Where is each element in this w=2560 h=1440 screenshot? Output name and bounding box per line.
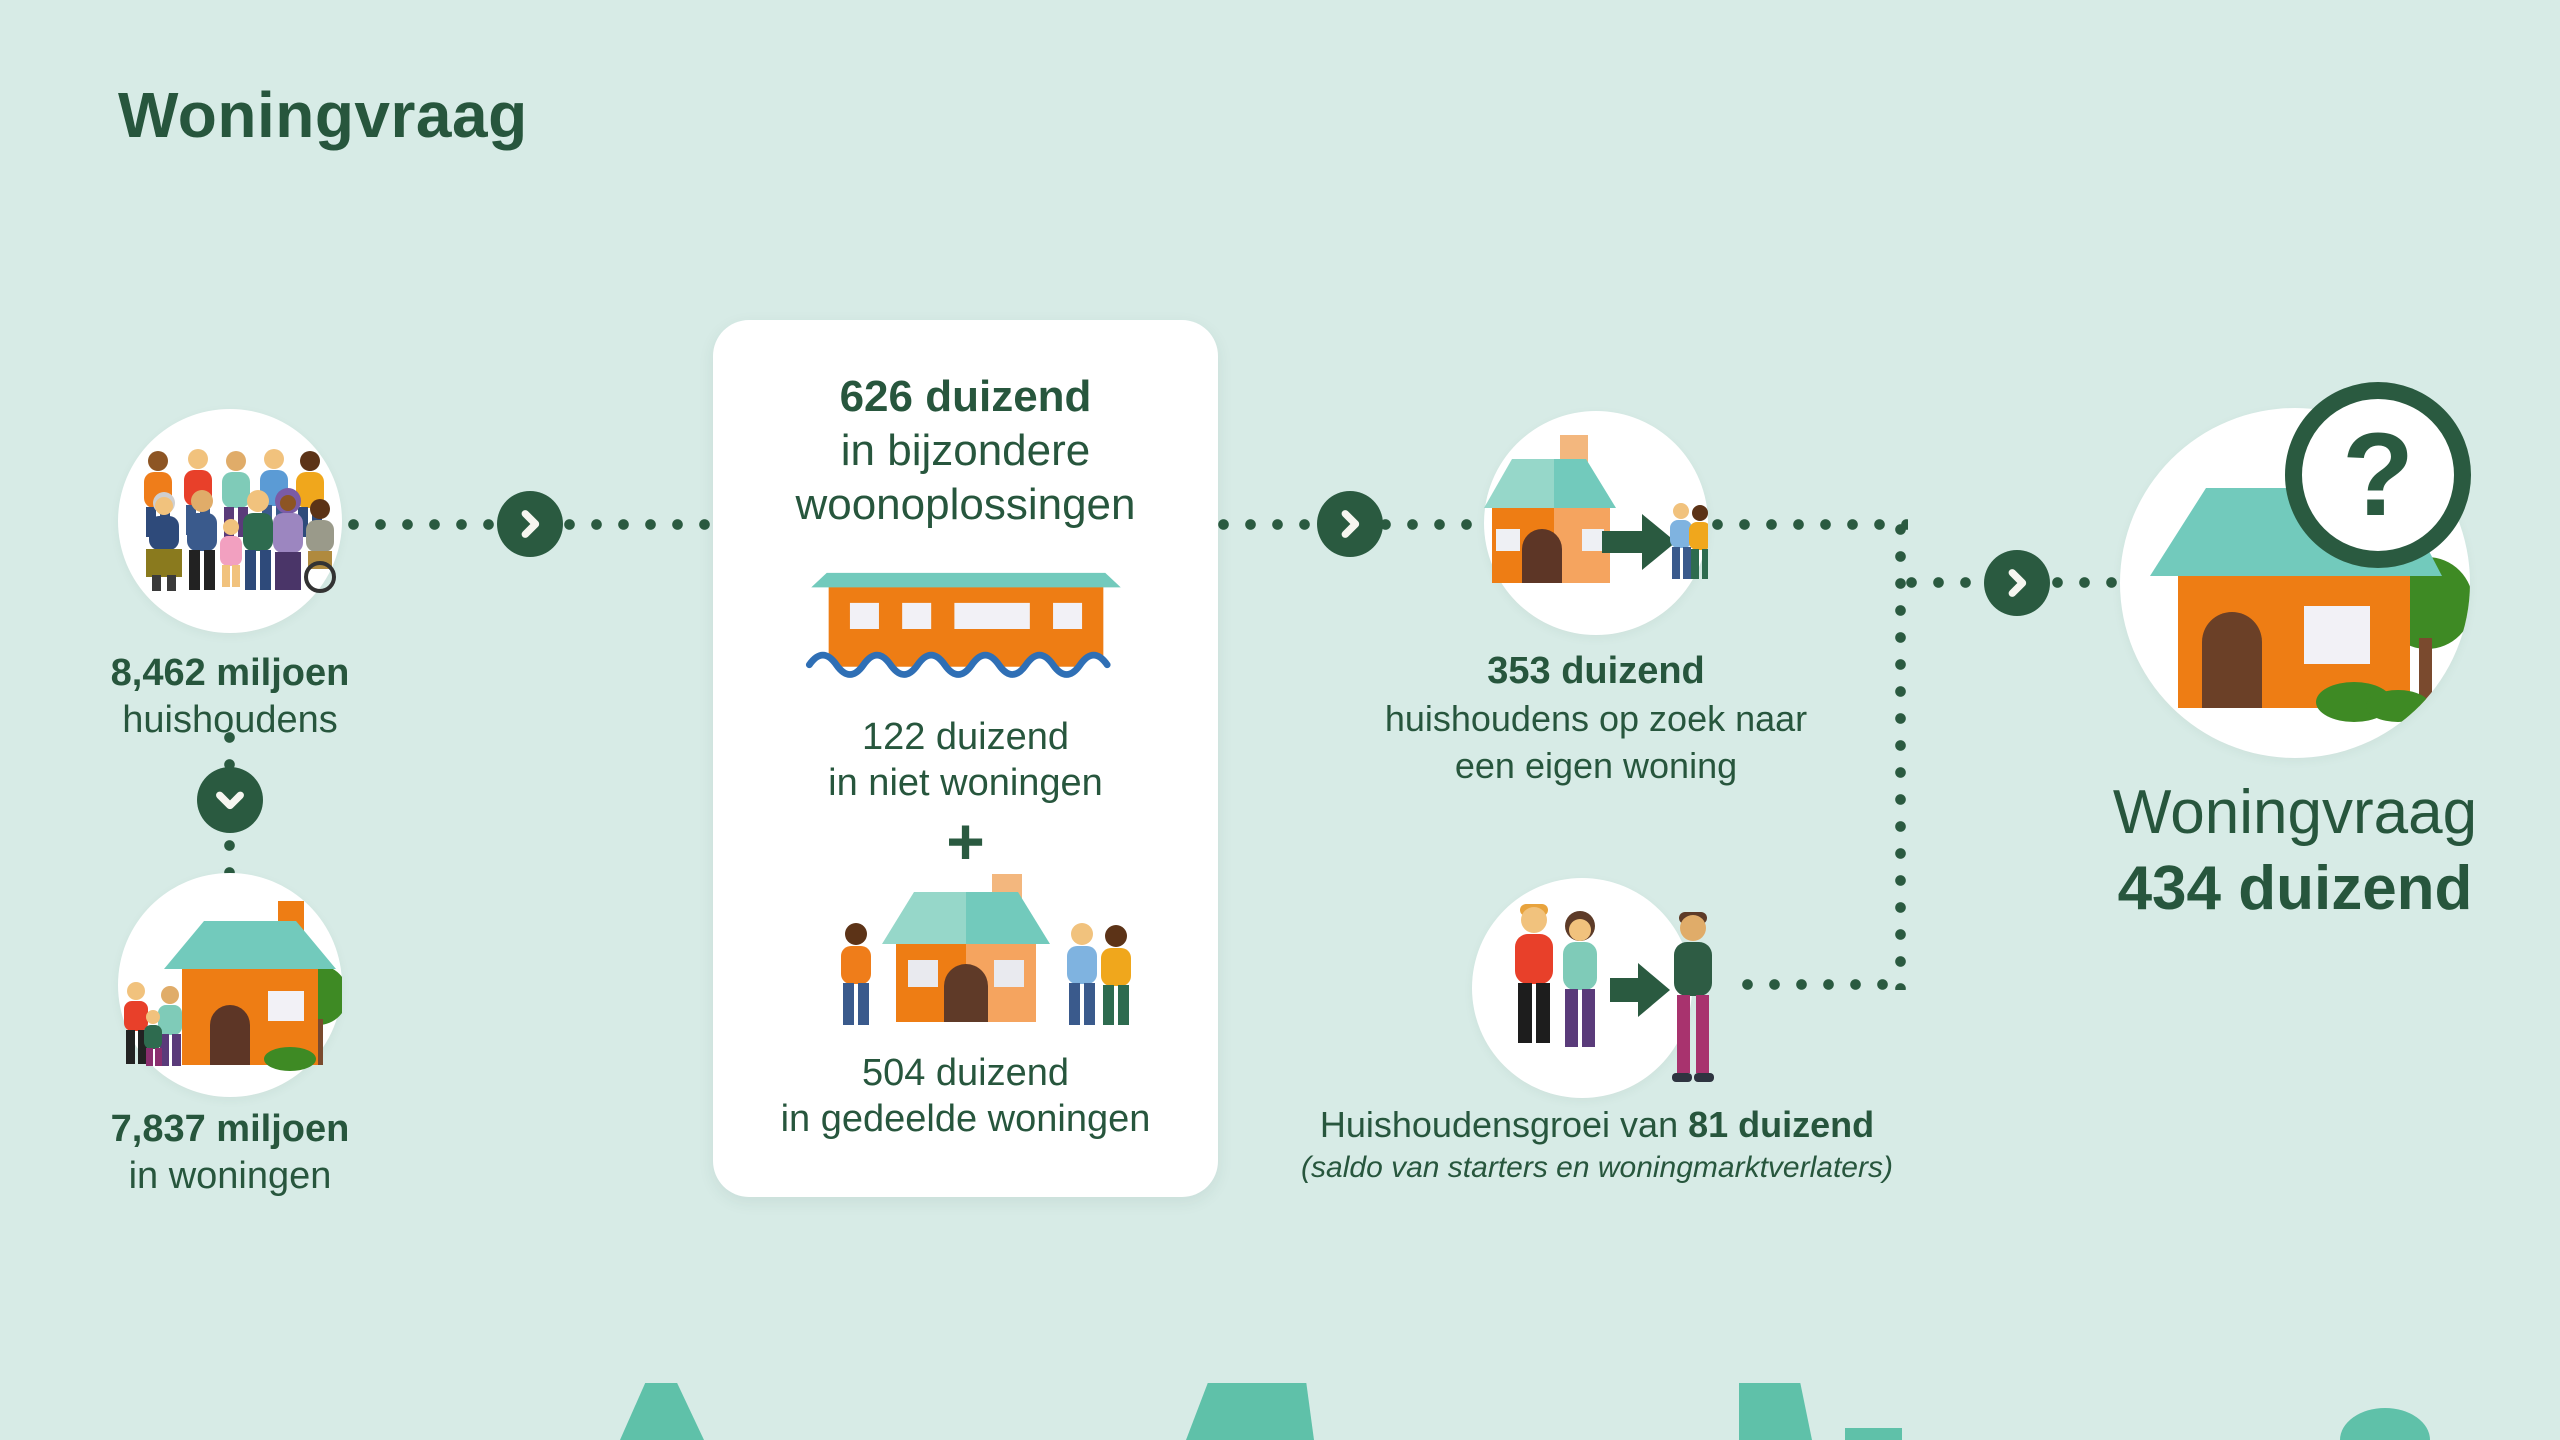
households-caption: 8,462 miljoen huishoudens — [30, 650, 430, 744]
house-with-family-icon — [124, 901, 348, 1071]
card-item1: 122 duizend in niet woningen — [828, 714, 1103, 806]
card-heading: 626 duizend in bijzondere woonoplossinge… — [766, 370, 1166, 532]
growth-label: Huishoudensgroei van 81 duizend — [1247, 1102, 1947, 1148]
dotted-connector-3 — [1712, 519, 1908, 530]
couple-to-single-icon — [1515, 904, 1670, 1047]
page-title: Woningvraag — [118, 79, 528, 151]
chevron-right-icon-1 — [497, 491, 563, 557]
houseboat-icon — [805, 572, 1130, 688]
growth-prefix: Huishoudensgroei van — [1319, 1104, 1689, 1145]
growth-circle — [1472, 878, 1692, 1098]
searching-circle — [1484, 411, 1711, 635]
growth-value: 81 duizend — [1688, 1104, 1875, 1145]
shared-house-icon — [840, 874, 1131, 1025]
households-circle — [118, 409, 342, 633]
chevron-down-icon — [197, 767, 263, 833]
growth-note: (saldo van starters en woningmarktverlat… — [1301, 1151, 1893, 1184]
chevron-right-icon-3 — [1984, 550, 2050, 616]
searching-value: 353 duizend — [1487, 650, 1705, 692]
card-total-label: in bijzondere woonoplossingen — [795, 426, 1136, 529]
result-caption: Woningvraag 434 duizend — [2010, 775, 2560, 927]
deco-shape-3 — [1739, 1383, 1812, 1440]
question-mark: ? — [2341, 409, 2415, 541]
result-value: 434 duizend — [2117, 854, 2473, 923]
in-woningen-caption: 7,837 miljoen in woningen — [30, 1106, 430, 1200]
special-housing-card: 626 duizend in bijzondere woonoplossinge… — [713, 320, 1218, 1197]
in-woningen-value: 7,837 miljoen — [110, 1108, 350, 1150]
deco-shape-2 — [1186, 1383, 1314, 1440]
card-item2: 504 duizend in gedeelde woningen — [781, 1050, 1151, 1142]
question-badge: ? — [2285, 382, 2471, 568]
in-woningen-label: in woningen — [128, 1155, 332, 1197]
plus-icon: + — [946, 804, 985, 878]
growth-caption: Huishoudensgroei van 81 duizend (saldo v… — [1247, 1102, 1947, 1188]
searching-label-1: huishoudens op zoek naar — [1384, 698, 1808, 739]
result-label: Woningvraag — [2112, 778, 2478, 847]
card-item2-label: in gedeelde woningen — [780, 1098, 1151, 1140]
deco-shape-1 — [620, 1383, 704, 1440]
households-value: 8,462 miljoen — [110, 652, 350, 694]
dotted-connector-growth — [1742, 979, 1902, 990]
single-person-icon — [1672, 912, 1714, 1082]
dotted-connector-4 — [1906, 577, 1986, 588]
house-to-people-icon — [1484, 435, 1711, 583]
card-total-value: 626 duizend — [839, 372, 1092, 421]
card-item1-value: 122 duizend — [861, 716, 1070, 758]
searching-caption: 353 duizend huishoudens op zoek naar een… — [1356, 648, 1836, 789]
dotted-connector-vertical — [1895, 524, 1906, 990]
card-item1-label: in niet woningen — [828, 762, 1103, 804]
deco-shape-4 — [1845, 1428, 1902, 1440]
chevron-right-icon-2 — [1317, 491, 1383, 557]
dotted-connector-5 — [2052, 577, 2126, 588]
in-woningen-circle — [118, 873, 348, 1097]
searching-label-2: een eigen woning — [1454, 745, 1738, 786]
people-group-icon — [144, 449, 336, 593]
card-item2-value: 504 duizend — [861, 1052, 1070, 1094]
deco-shape-5 — [2340, 1408, 2430, 1440]
